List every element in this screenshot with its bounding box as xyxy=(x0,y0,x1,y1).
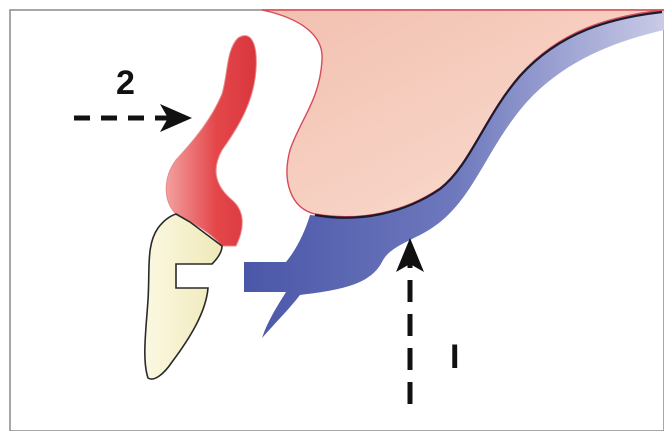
arrow-1-label: I xyxy=(450,338,459,376)
arrow-2-label: 2 xyxy=(116,64,135,102)
